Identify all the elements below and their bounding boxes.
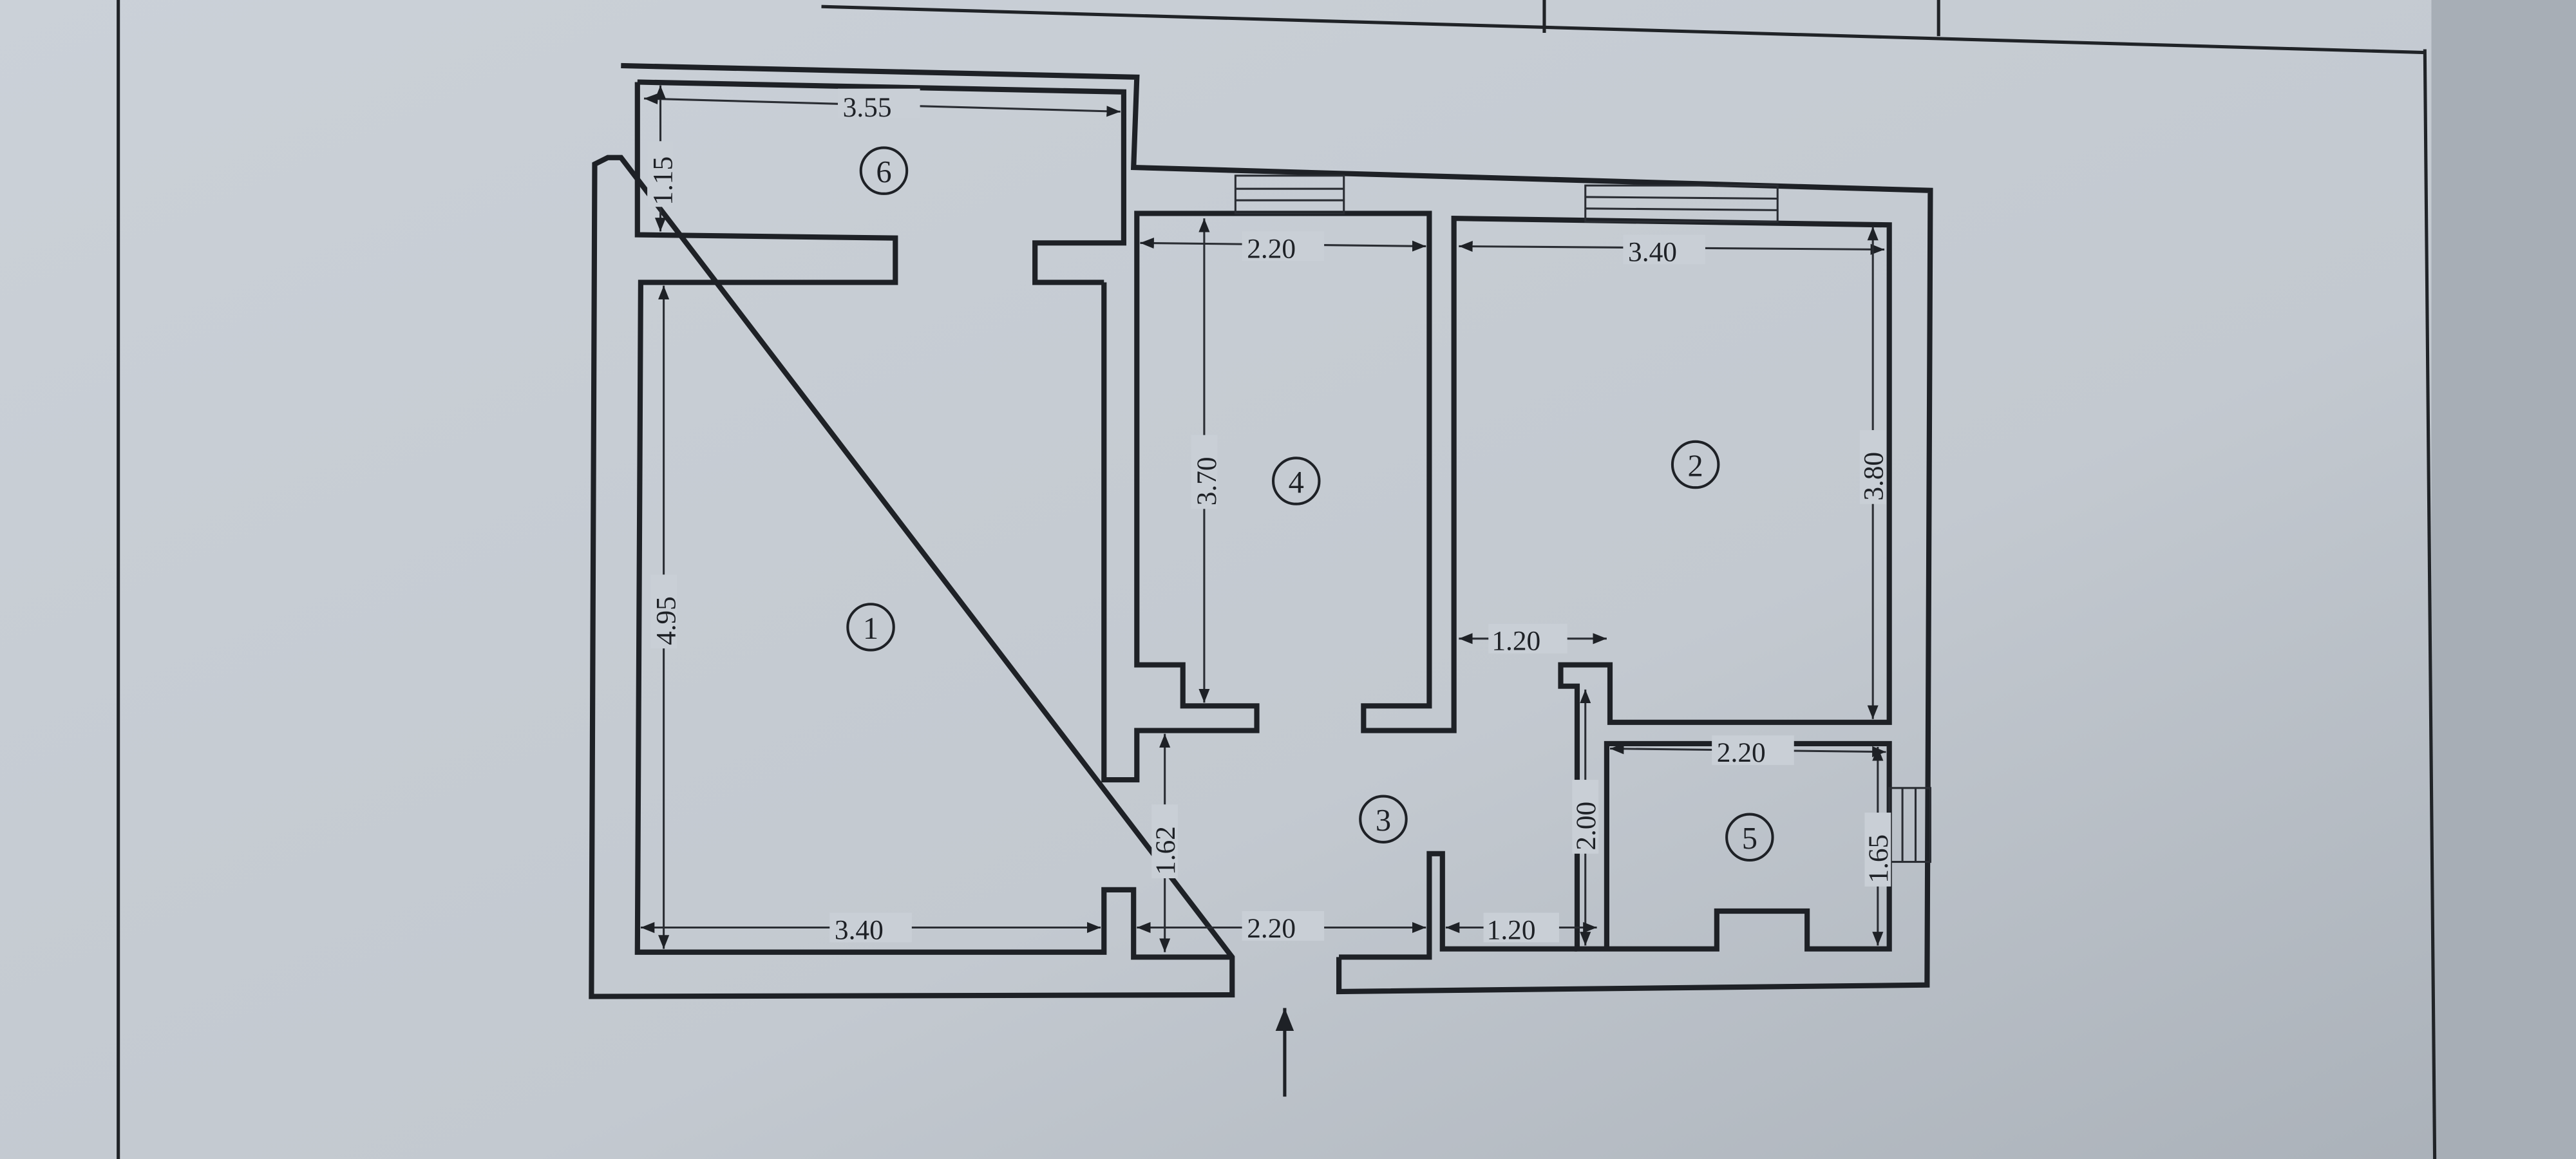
dim-room2-door-offset: 1.20 bbox=[1492, 626, 1540, 657]
room-1-label: 1 bbox=[863, 612, 878, 646]
dim-room6-width: 3.55 bbox=[843, 92, 892, 123]
room6-room1-wall bbox=[634, 82, 1233, 960]
dim-room5-width: 2.20 bbox=[1717, 737, 1766, 768]
dim-room6-depth: 1.15 bbox=[647, 156, 678, 205]
room6-wall bbox=[637, 79, 1126, 285]
dimension-labels: 3.55 1.15 2.20 3.40 3.70 3.80 4.95 1.20 … bbox=[647, 88, 1894, 945]
dim-room4-width: 2.20 bbox=[1247, 233, 1296, 264]
dim-room5-depth: 1.65 bbox=[1863, 834, 1894, 883]
dim-room1-length: 4.95 bbox=[650, 596, 681, 645]
dim-room1-width: 3.40 bbox=[835, 914, 884, 945]
dim-hall-offset: 1.20 bbox=[1487, 914, 1536, 945]
dim-hall-width: 2.20 bbox=[1247, 913, 1296, 944]
dim-room5-offset: 2.00 bbox=[1571, 802, 1602, 851]
room-labels: 1 2 3 4 5 6 bbox=[846, 146, 1774, 862]
room-6-label: 6 bbox=[876, 155, 891, 189]
page-edge-right bbox=[2431, 0, 2576, 1159]
dim-room2-width: 3.40 bbox=[1628, 236, 1677, 267]
room-5-label: 5 bbox=[1742, 822, 1757, 856]
dim-room4-length: 3.70 bbox=[1191, 457, 1222, 505]
room-3-label: 3 bbox=[1376, 804, 1391, 838]
dim-room2-length: 3.80 bbox=[1858, 452, 1889, 501]
windows bbox=[1234, 174, 1931, 863]
dim-hall-depth: 1.62 bbox=[1150, 826, 1181, 875]
outer-wall bbox=[589, 62, 1933, 999]
room-4-label: 4 bbox=[1289, 466, 1304, 500]
room-2-label: 2 bbox=[1688, 449, 1703, 483]
window bbox=[1234, 174, 1345, 214]
document-frame bbox=[117, 0, 2437, 1159]
hall-bottom-wall bbox=[1339, 851, 1577, 960]
window bbox=[1584, 184, 1779, 223]
